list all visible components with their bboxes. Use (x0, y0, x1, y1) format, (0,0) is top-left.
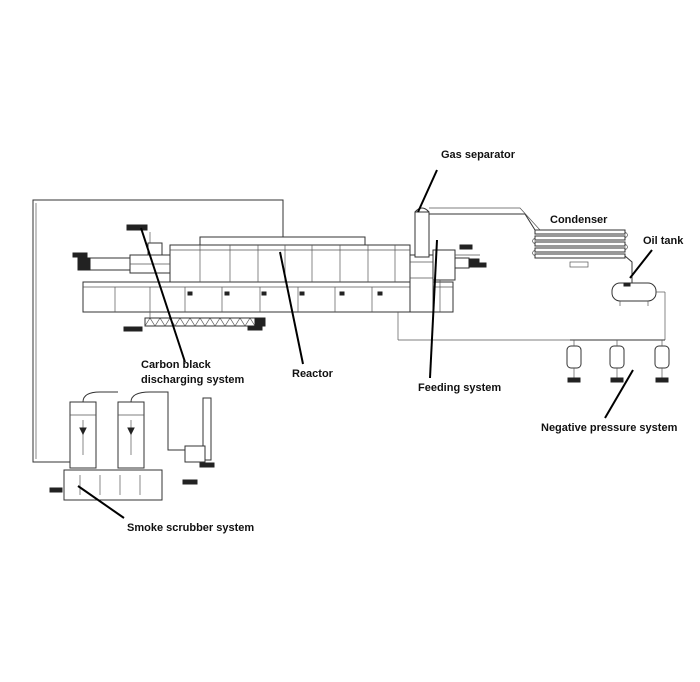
gas-separator-leader (417, 169, 438, 213)
scrubber-water-tank (63, 469, 163, 501)
feeding-system-leader (429, 239, 438, 379)
gas-separator-vessel (414, 211, 430, 258)
label-gas-separator: Gas separator (441, 149, 515, 161)
leader-lines (77, 169, 653, 519)
return-gas-pipe (32, 199, 284, 463)
oil-tank-leader (629, 249, 653, 279)
label-negative-pressure-system: Negative pressure system (541, 422, 678, 434)
oil-tank-unit (611, 282, 666, 340)
smoke-scrubber-leader (77, 485, 125, 519)
condenser-unit (532, 229, 633, 283)
smoke-scrubber-unit (49, 391, 215, 501)
label-smoke-scrubber-system: Smoke scrubber system (127, 522, 255, 534)
label-feeding-system: Feeding system (418, 382, 502, 394)
carbon-black-conveyor (123, 312, 266, 332)
negative-pressure-leader (604, 369, 634, 419)
carbon-black-leader (140, 227, 186, 363)
label-oil-tank: Oil tank (643, 235, 684, 247)
vacuum-tank-2 (609, 345, 625, 369)
vacuum-tank-1 (566, 345, 582, 369)
gas-separator-unit (397, 207, 570, 341)
label-carbon-black-line2: discharging system (141, 374, 245, 386)
reactor-furnace (169, 244, 411, 283)
vacuum-tank-3 (654, 345, 670, 369)
reactor-top-rail (199, 236, 366, 246)
negative-pressure-unit (566, 339, 670, 383)
oil-tank-vessel (611, 282, 657, 302)
label-carbon-black-line1: Carbon black (141, 359, 211, 371)
reactor-unit (72, 224, 487, 313)
label-condenser: Condenser (550, 214, 608, 226)
chimney (202, 397, 212, 461)
label-reactor: Reactor (292, 368, 333, 380)
reactor-leader (279, 251, 304, 365)
drive-motor (89, 257, 131, 271)
reactor-end-wall (409, 254, 434, 313)
reactor-base-frame (82, 281, 454, 313)
